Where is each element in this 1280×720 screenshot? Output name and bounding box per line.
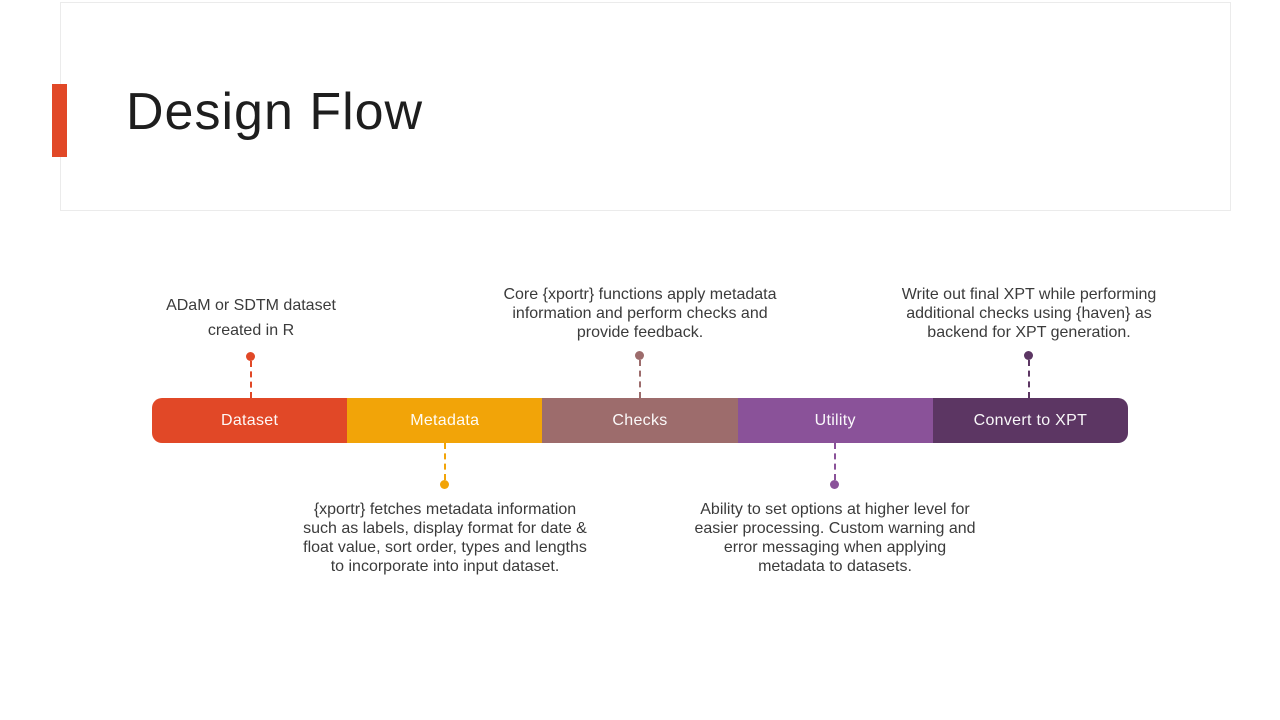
stage-segment-utility: Utility — [737, 398, 933, 443]
connector-dot-convert-to-xpt — [1024, 351, 1033, 360]
stage-segment-dataset: Dataset — [152, 398, 348, 443]
stage-segment-metadata: Metadata — [347, 398, 543, 443]
title-card — [60, 2, 1231, 211]
connector-line-metadata — [444, 443, 446, 480]
connector-line-dataset — [250, 361, 252, 398]
title-accent-bar — [52, 84, 67, 157]
annotation-convert-to-xpt: Write out final XPT while performing add… — [901, 286, 1157, 341]
process-bar: Dataset Metadata Checks Utility Convert … — [152, 398, 1128, 443]
annotation-metadata: {xportr} fetches metadata information su… — [303, 501, 587, 575]
stage-segment-checks: Checks — [542, 398, 738, 443]
connector-line-convert-to-xpt — [1028, 360, 1030, 398]
connector-dot-checks — [635, 351, 644, 360]
stage-label-metadata: Metadata — [410, 411, 480, 429]
slide-title: Design Flow — [126, 83, 424, 141]
connector-line-checks — [639, 360, 641, 398]
connector-dot-utility — [830, 480, 839, 489]
annotation-checks: Core {xportr} functions apply metadata i… — [503, 286, 777, 341]
connector-dot-dataset — [246, 352, 255, 361]
stage-label-convert-to-xpt: Convert to XPT — [973, 411, 1088, 429]
stage-label-checks: Checks — [612, 411, 668, 429]
stage-label-dataset: Dataset — [220, 411, 279, 429]
stage-label-utility: Utility — [814, 411, 856, 429]
connector-line-utility — [834, 443, 836, 480]
annotation-dataset: ADaM or SDTM dataset created in R — [166, 297, 336, 339]
connector-dot-metadata — [440, 480, 449, 489]
stage-segment-convert-to-xpt: Convert to XPT — [932, 398, 1128, 443]
annotation-utility: Ability to set options at higher level f… — [694, 501, 976, 575]
